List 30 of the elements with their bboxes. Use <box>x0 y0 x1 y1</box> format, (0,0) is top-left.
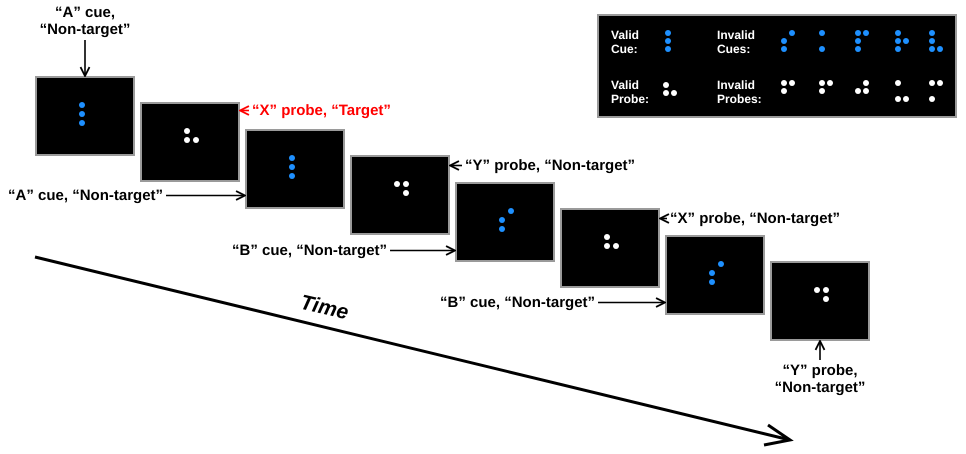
legend-text: Invalid Probes: <box>717 78 763 106</box>
arrow <box>598 297 666 308</box>
arrow <box>659 213 670 224</box>
stimulus-screen <box>245 129 345 209</box>
stimulus-screen <box>665 235 765 315</box>
axis-label: Time <box>298 290 351 326</box>
stimulus-screen <box>35 76 135 156</box>
stimulus-screen <box>455 182 555 262</box>
legend-text: Valid Probe: <box>611 78 650 106</box>
legend-text: Valid Cue: <box>611 28 640 56</box>
condition-label: “B” cue, “Non-target” <box>232 242 388 259</box>
condition-label: “Y” probe, “Non-target” <box>755 362 885 396</box>
arrow <box>80 40 90 77</box>
stimulus-screen <box>350 155 450 235</box>
stimulus-screen <box>140 102 240 182</box>
legend-text: Invalid Cues: <box>717 28 756 56</box>
condition-label: “Y” probe, “Non-target” <box>465 157 636 174</box>
stimulus-screen <box>770 261 870 341</box>
arrow <box>239 105 250 116</box>
condition-label: “X” probe, “Target” <box>252 102 391 119</box>
arrow <box>814 340 826 360</box>
arrow <box>166 190 246 201</box>
legend-panel <box>597 14 957 118</box>
condition-label: “A” cue, “Non-target” <box>25 4 145 38</box>
arrow <box>449 160 462 171</box>
condition-label: “X” probe, “Non-target” <box>670 210 840 227</box>
stimulus-screen <box>560 208 660 288</box>
condition-label: “B” cue, “Non-target” <box>440 294 596 311</box>
condition-label: “A” cue, “Non-target” <box>8 187 164 204</box>
arrow <box>390 245 456 256</box>
